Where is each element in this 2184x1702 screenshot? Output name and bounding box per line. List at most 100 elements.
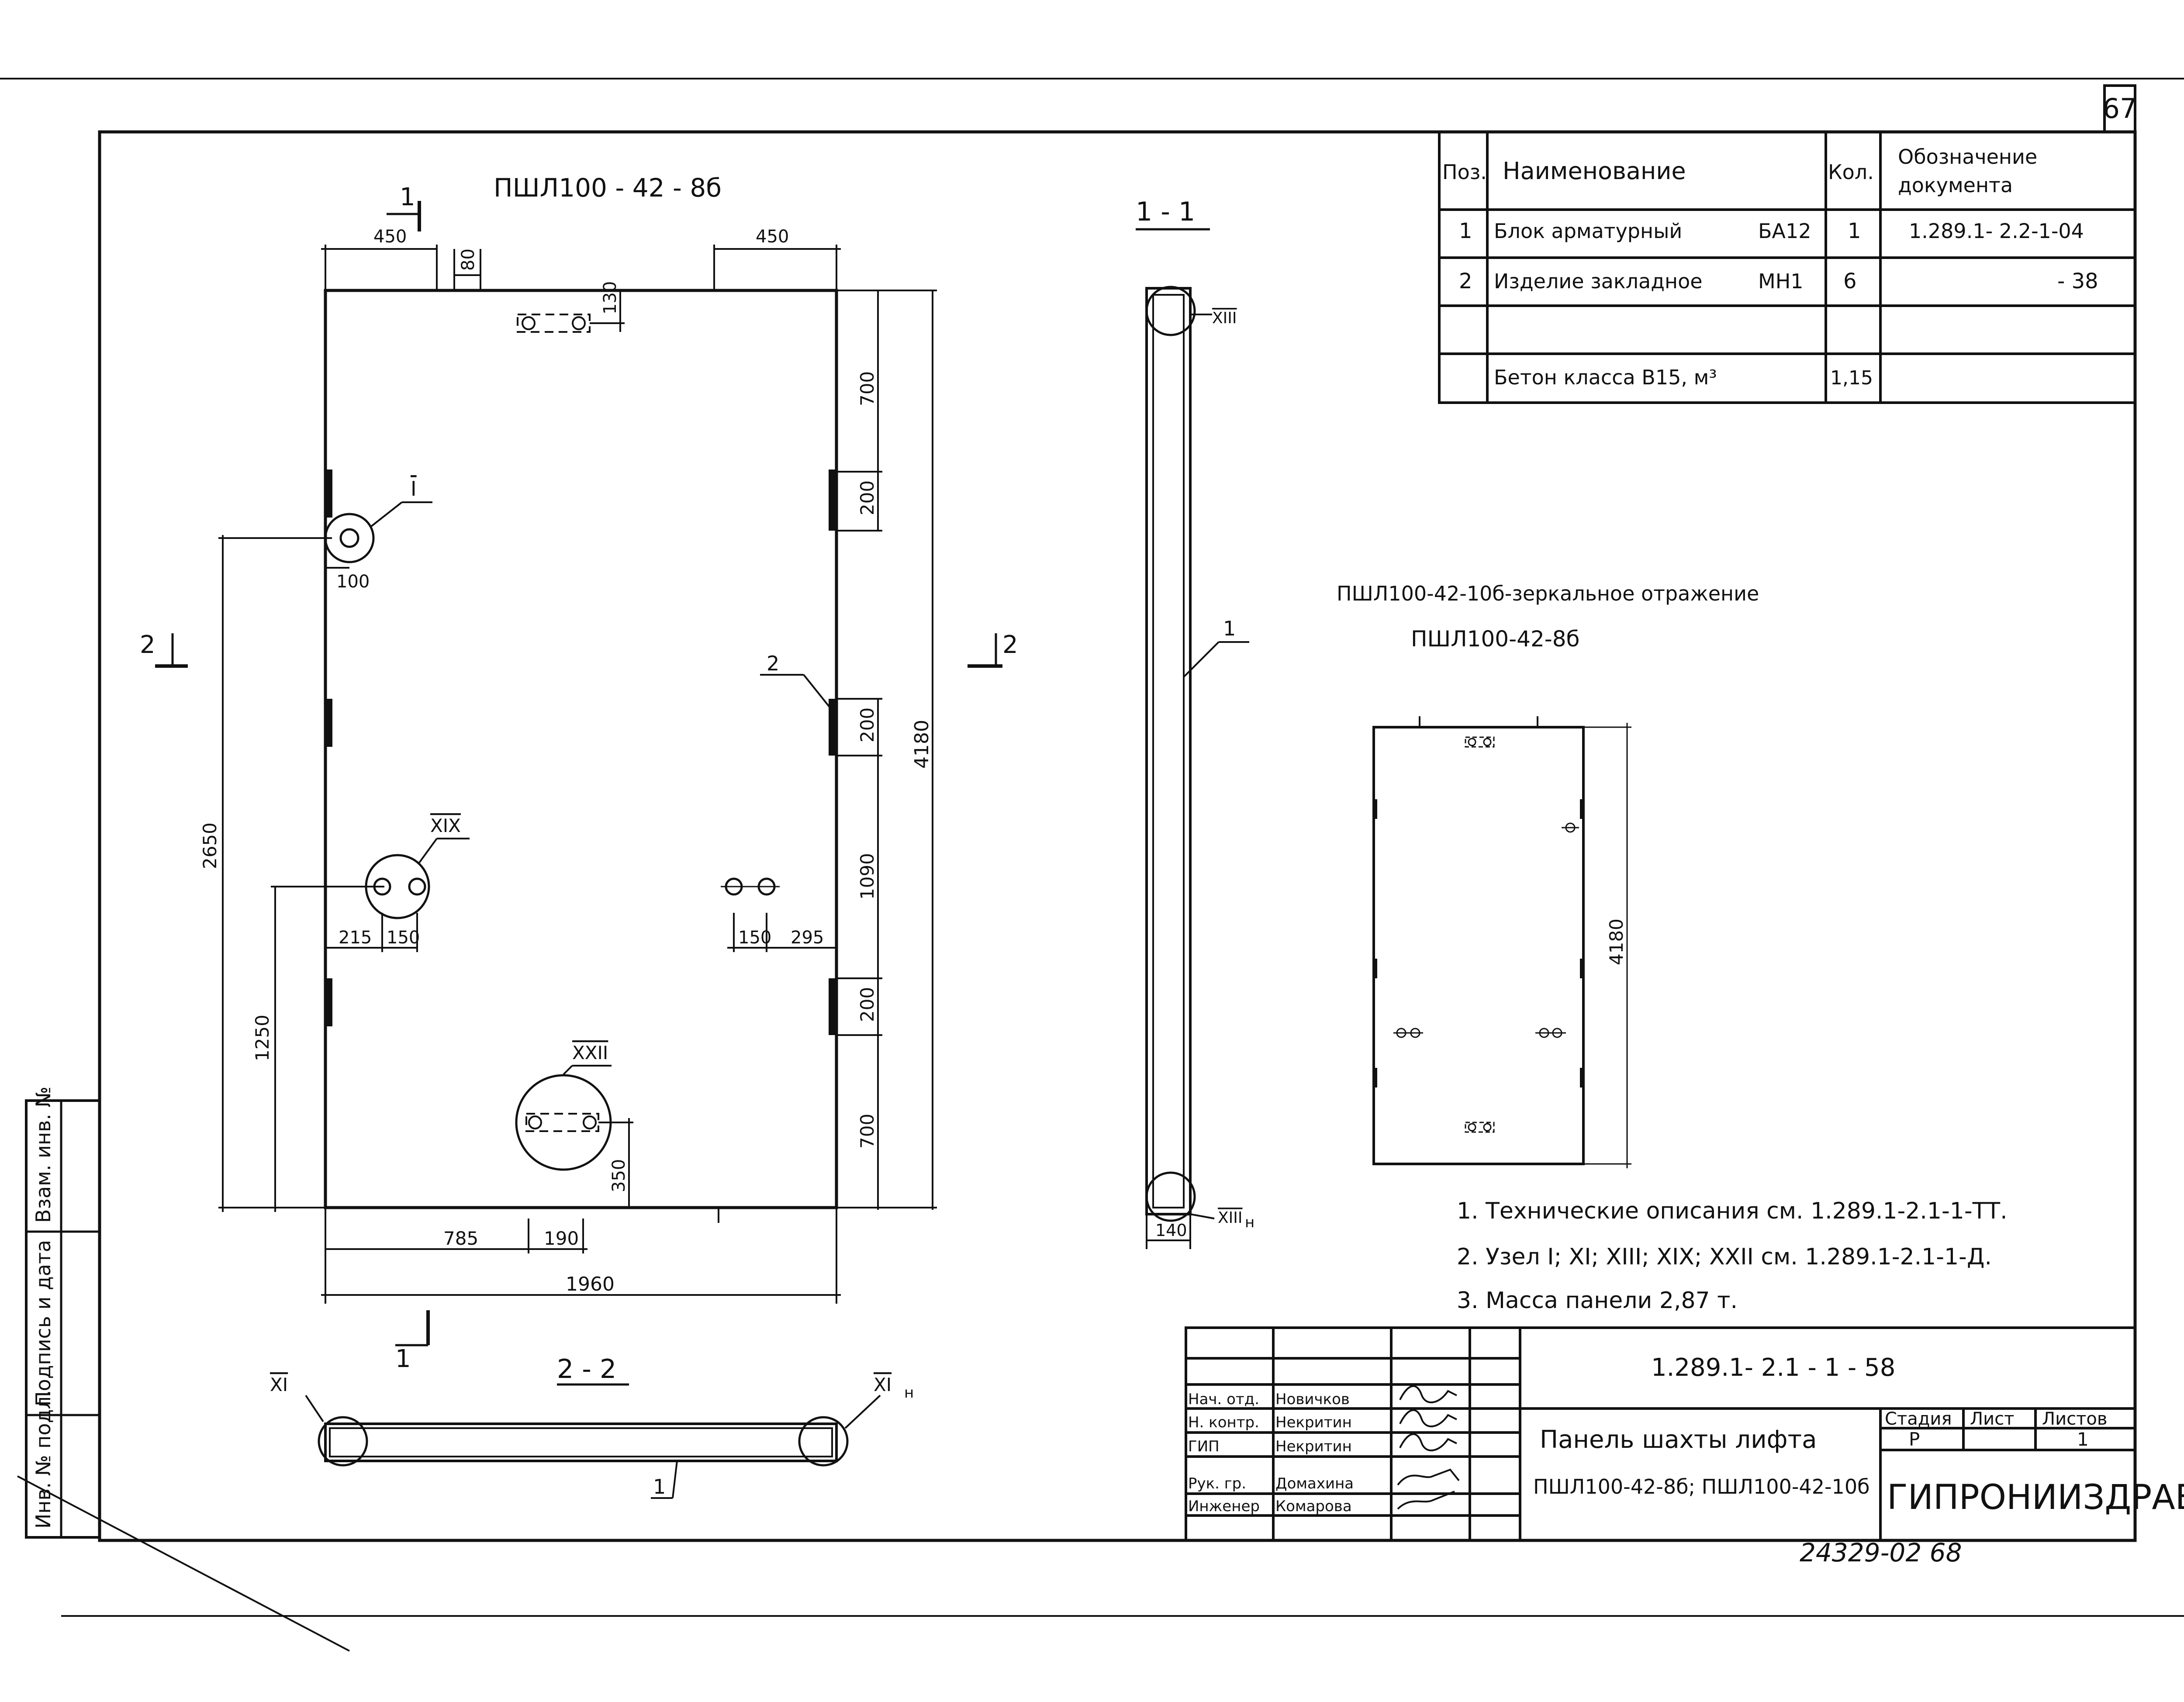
spec-row-4-name: Бетон класса В15, м³ — [1494, 366, 1717, 389]
right-dimension-lines — [836, 290, 937, 1210]
dim-4180: 4180 — [911, 720, 933, 769]
spec-row-2-doc: - 38 — [2057, 269, 2098, 293]
dim-top-80: 80 — [458, 249, 478, 271]
dim-200-b: 200 — [857, 708, 878, 742]
spec-header-name: Наименование — [1503, 157, 1686, 185]
section-2-2-node-right-sub: н — [904, 1384, 914, 1402]
dim-295: 295 — [791, 928, 824, 948]
tb-role-4: Рук. гр. — [1188, 1475, 1246, 1492]
dim-2650: 2650 — [199, 822, 221, 869]
section-1-1-pos-1: 1 — [1223, 617, 1236, 640]
spec-header-doc-1: Обозначение — [1898, 145, 2037, 169]
spec-row-1-name: Блок арматурный — [1494, 219, 1682, 243]
dim-1250: 1250 — [252, 1015, 273, 1061]
mirror-dim-4180: 4180 — [1606, 918, 1627, 965]
dim-700-bottom: 700 — [857, 1114, 878, 1149]
dim-1090: 1090 — [857, 853, 878, 900]
section-1-1-node-bottom: XIII — [1218, 1209, 1243, 1227]
node-XXII-callout — [515, 1065, 633, 1208]
dim-785: 785 — [443, 1228, 478, 1249]
pos-2-leader — [760, 674, 831, 708]
signatures — [1397, 1385, 1460, 1510]
tb-role-1: Нач. отд. — [1188, 1391, 1259, 1408]
sheet-frame — [98, 130, 2137, 1542]
section-2-2-pos-1: 1 — [653, 1475, 666, 1498]
bottom-left-hole-dims — [325, 913, 418, 952]
title-block-grid — [1185, 1326, 2136, 1542]
spec-row-2-mark: МН1 — [1758, 269, 1804, 293]
svg-text:2: 2 — [1002, 631, 1018, 659]
top-embed-part — [517, 290, 625, 333]
title-block-code: 1.289.1- 2.1 - 1 - 58 — [1651, 1353, 1895, 1382]
node-XIX-label: XIX — [430, 815, 461, 836]
tb-name-4: Домахина — [1275, 1475, 1354, 1492]
section-2-2-node-right: XI — [874, 1374, 892, 1395]
front-view-title: ПШЛ100 - 42 - 8б — [494, 173, 722, 203]
dim-top-right: 450 — [756, 227, 789, 247]
spec-row-2-name: Изделие закладное — [1494, 269, 1703, 293]
panel-outline — [324, 289, 838, 1209]
right-holes — [721, 877, 836, 952]
title-block-stage: Р — [1909, 1429, 1920, 1450]
mirror-panel-drawing — [1372, 716, 1631, 1168]
dim-350: 350 — [609, 1159, 629, 1192]
mirror-caption-2: ПШЛ100-42-8б — [1411, 626, 1579, 652]
title-block-name-1: Панель шахты лифта — [1540, 1426, 1817, 1454]
side-embed-plates — [325, 470, 836, 1035]
dim-130: 130 — [600, 281, 620, 314]
node-XXII-label: XXII — [572, 1042, 608, 1063]
tb-name-3: Некритин — [1275, 1438, 1352, 1455]
section-1-1-node-top: XIII — [1212, 309, 1237, 327]
title-block-org: ГИПРОНИИЗДРАВ — [1887, 1478, 2184, 1517]
tb-name-5: Комарова — [1275, 1498, 1352, 1515]
left-dimension-lines — [218, 535, 384, 1212]
dim-700-top: 700 — [857, 371, 878, 406]
title-block-stage-header: Стадия — [1885, 1409, 1952, 1429]
tb-role-5: Инженер — [1188, 1498, 1260, 1515]
section-1-1-drawing — [1145, 286, 1249, 1249]
spec-row-1-mark: БА12 — [1758, 219, 1811, 243]
title-block-sheet-header: Лист — [1970, 1409, 2014, 1429]
note-1: 1. Технические описания см. 1.289.1-2.1-… — [1457, 1198, 2008, 1224]
spec-row-1-qty: 1 — [1848, 219, 1861, 243]
cut-2-2-marker-right: 2 — [968, 631, 1018, 668]
archive-number: 24329-02 68 — [1800, 1538, 1962, 1567]
dim-190: 190 — [544, 1228, 579, 1249]
dim-top-left: 450 — [373, 227, 407, 247]
section-1-1-node-bottom-sub: н — [1245, 1214, 1254, 1231]
dim-150-left: 150 — [387, 928, 420, 948]
mirror-caption-1: ПШЛ100-42-10б-зеркальное отражение — [1337, 582, 1759, 605]
tb-role-2: Н. контр. — [1188, 1414, 1259, 1431]
pos-2-label: 2 — [767, 652, 779, 675]
title-block-sheets-header: Листов — [2042, 1409, 2107, 1429]
title-block-name-2: ПШЛ100-42-8б; ПШЛ100-42-10б — [1533, 1475, 1870, 1498]
spec-row-1-doc: 1.289.1- 2.2-1-04 — [1909, 219, 2084, 243]
stamp-podp: Подпись и дата — [31, 1240, 55, 1406]
spec-row-2-qty: 6 — [1843, 269, 1857, 293]
cut-2-2-marker-left: 2 — [140, 631, 188, 668]
cut-1-1-marker-bottom: 1 — [395, 1310, 430, 1373]
spec-row-1-pos: 1 — [1459, 219, 1472, 243]
dim-200-c: 200 — [857, 987, 878, 1022]
dim-200-a: 200 — [857, 480, 878, 515]
dim-100: 100 — [336, 572, 370, 592]
scan-diagonal — [17, 1475, 350, 1652]
tb-name-1: Новичков — [1275, 1391, 1350, 1408]
note-2: 2. Узел I; XI; XIII; XIX; XXII см. 1.289… — [1457, 1244, 1992, 1270]
spec-row-2-pos: 2 — [1459, 269, 1472, 293]
section-2-2-title: 2 - 2 — [557, 1354, 616, 1384]
spec-row-4-qty: 1,15 — [1830, 367, 1873, 389]
spec-header-doc-2: документа — [1898, 173, 2013, 197]
node-I-label: I — [411, 477, 417, 501]
svg-text:1: 1 — [395, 1345, 411, 1373]
spec-table-grid — [1438, 131, 2136, 404]
svg-text:1: 1 — [400, 183, 415, 211]
section-2-2-node-left: XI — [270, 1374, 288, 1395]
tb-role-3: ГИП — [1188, 1438, 1220, 1455]
tb-name-2: Некритин — [1275, 1414, 1352, 1431]
dim-215: 215 — [339, 928, 372, 948]
cut-1-1-marker-top: 1 — [387, 183, 421, 231]
bottom-dimension-lines — [321, 1208, 841, 1304]
svg-text:2: 2 — [140, 631, 156, 659]
